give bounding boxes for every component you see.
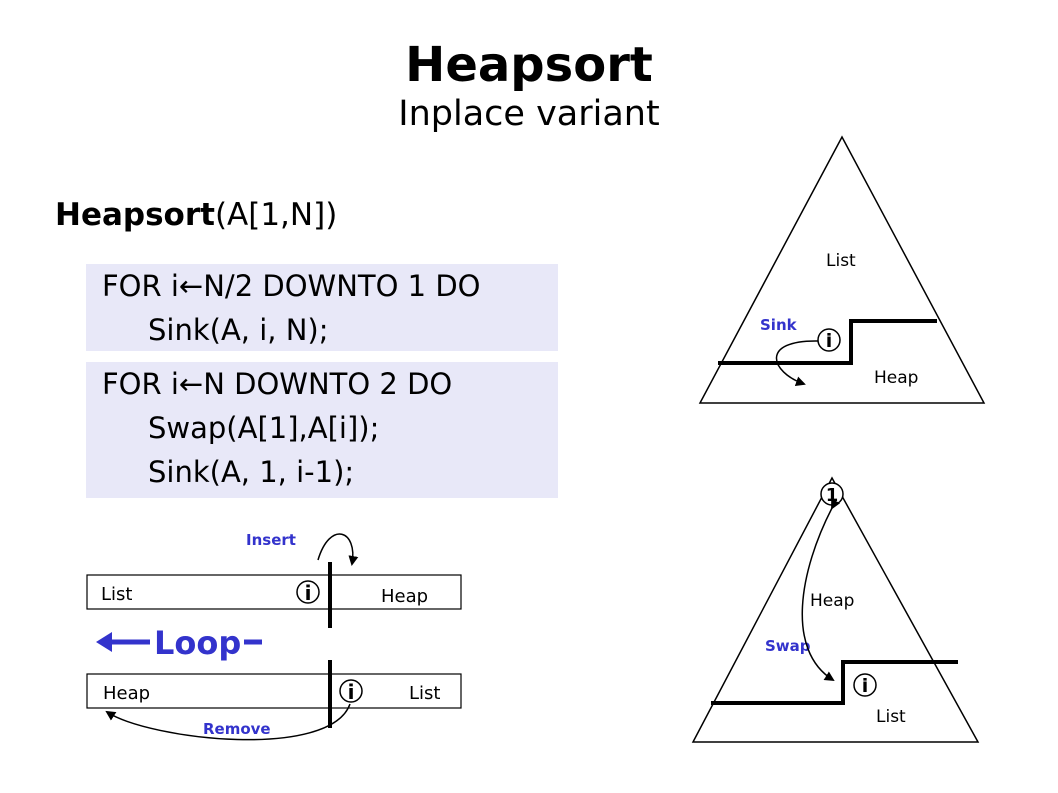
insert-bar-i-marker: i [305, 581, 312, 605]
loop2-body-swap: Swap(A[1],A[i]); [148, 411, 380, 445]
bottom-triangle-root-marker: 1 [826, 485, 839, 506]
remove-arrow [105, 703, 351, 741]
insert-bar-diagram: List Heap i Insert [86, 531, 462, 628]
top-triangle-sink-label: Sink [760, 316, 798, 334]
loop2-header: FOR i←N DOWNTO 2 DO [102, 367, 453, 401]
bottom-triangle-i-marker: i [862, 675, 869, 697]
bottom-triangle [691, 476, 980, 743]
remove-label: Remove [203, 720, 271, 738]
bottom-triangle-swap-label: Swap [765, 637, 811, 655]
top-triangle-i-circle [817, 328, 841, 352]
remove-bar [86, 673, 462, 709]
insert-bar [86, 574, 462, 610]
top-triangle-heap-label: Heap [874, 368, 918, 388]
top-triangle [698, 135, 986, 404]
bottom-triangle-heap-label: Heap [810, 591, 854, 611]
remove-bar-i-circle [339, 679, 363, 703]
slide-subtitle: Inplace variant [398, 94, 660, 134]
function-name: Heapsort [55, 197, 215, 233]
function-params: (A[1,N]) [214, 197, 338, 233]
swap-arrow [801, 498, 841, 682]
top-triangle-list-label: List [826, 251, 856, 271]
bottom-triangle-diagram: 1 Heap List Swap i [691, 476, 980, 743]
build-heap-code-block: FOR i←N/2 DOWNTO 1 DO Sink(A, i, N); [86, 264, 558, 351]
remove-bar-i-marker: i [348, 680, 355, 704]
top-triangle-boundary [718, 319, 937, 365]
loop1-header: FOR i←N/2 DOWNTO 1 DO [102, 269, 481, 303]
insert-bar-heap-label: Heap [381, 586, 428, 607]
insert-bar-list-label: List [101, 584, 132, 605]
insert-bar-i-circle [296, 580, 320, 604]
insert-arrow [317, 533, 359, 566]
remove-bar-heap-label: Heap [103, 683, 150, 704]
slide-title: Heapsort [405, 37, 653, 93]
loop1-body: Sink(A, i, N); [148, 313, 329, 347]
bottom-triangle-boundary [711, 660, 958, 705]
sink-arrow [775, 340, 819, 387]
insert-label: Insert [246, 531, 296, 549]
loop-indicator: Loop [96, 624, 262, 662]
function-signature: Heapsort(A[1,N]) [55, 195, 337, 235]
sort-code-block: FOR i←N DOWNTO 2 DO Swap(A[1],A[i]); Sin… [86, 362, 558, 498]
remove-bar-diagram: Heap List i Remove [86, 660, 462, 741]
loop-label: Loop [154, 624, 241, 662]
top-triangle-i-marker: i [826, 330, 833, 352]
loop2-body-sink: Sink(A, 1, i-1); [148, 455, 355, 489]
top-triangle-diagram: List Heap Sink i [698, 135, 986, 404]
remove-bar-list-label: List [409, 683, 440, 704]
bottom-triangle-i-circle [853, 673, 877, 697]
loop-arrow-head [96, 632, 112, 652]
bottom-triangle-list-label: List [876, 707, 906, 727]
